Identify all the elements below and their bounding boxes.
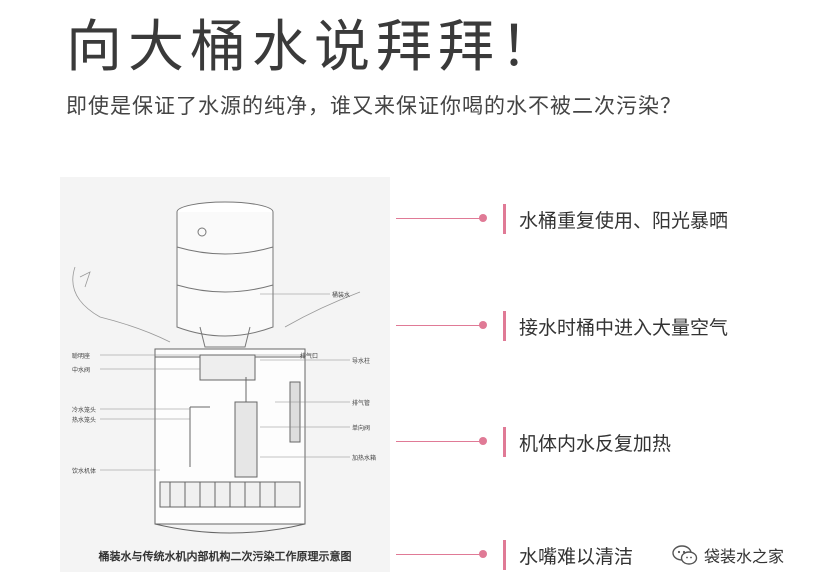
dispenser-illustration (72, 201, 361, 534)
wechat-icon (672, 545, 698, 565)
label-middle-valve: 中水阀 (72, 367, 91, 374)
label-vent: 排气口 (300, 353, 319, 360)
callout-dot (479, 550, 487, 558)
callout-bar (503, 204, 506, 234)
label-cold-tap: 冷水笼头 (72, 407, 97, 414)
label-exhaust: 排气管 (352, 400, 371, 407)
label-guide: 导水柱 (352, 358, 371, 365)
label-check-valve: 单向阀 (352, 425, 371, 432)
page-title: 向大桶水说拜拜！ (66, 15, 562, 80)
callout-bar (503, 540, 506, 570)
watermark: 袋装水之家 (672, 542, 784, 568)
air-flow-lines (72, 266, 361, 343)
label-bucket: 桶装水 (332, 292, 351, 299)
callout-text: 水桶重复使用、阳光暴晒 (519, 210, 729, 232)
callout-text: 水嘴难以清洁 (519, 546, 634, 568)
diagram-caption: 桶装水与传统水机内部机构二次污染工作原理示意图 (98, 550, 352, 563)
callout-bar (503, 427, 506, 457)
callout-text: 接水时桶中进入大量空气 (519, 317, 729, 339)
label-body: 饮水机体 (72, 468, 97, 475)
callout-line (396, 218, 482, 219)
water-dispenser-diagram: 桶装水 排气口 导水柱 排气管 单向阀 加热水箱 聪明座 中水阀 冷水笼头 热水… (60, 177, 390, 572)
label-hot-tap: 热水笼头 (72, 417, 97, 424)
page-subtitle: 即使是保证了水源的纯净，谁又来保证你喝的水不被二次污染？ (66, 94, 682, 118)
callout-dot (479, 214, 487, 222)
callout-bucket-reuse: 水桶重复使用、阳光暴晒 (396, 204, 816, 234)
dispenser-body (154, 348, 306, 534)
callout-reheating: 机体内水反复加热 (396, 427, 816, 457)
callout-line (396, 554, 482, 555)
callout-line (396, 441, 482, 442)
callout-line (396, 325, 482, 326)
callout-nozzle-cleaning: 水嘴难以清洁 (396, 540, 816, 570)
callout-dot (479, 437, 487, 445)
watermark-text: 袋装水之家 (704, 547, 785, 566)
callout-air-intake: 接水时桶中进入大量空气 (396, 311, 816, 341)
label-float-chamber: 聪明座 (72, 353, 91, 360)
label-leaders (100, 293, 350, 471)
label-heater: 加热水箱 (352, 455, 377, 462)
callout-text: 机体内水反复加热 (519, 433, 672, 455)
callout-bar (503, 311, 506, 341)
callout-dot (479, 321, 487, 329)
water-bucket (176, 201, 274, 348)
